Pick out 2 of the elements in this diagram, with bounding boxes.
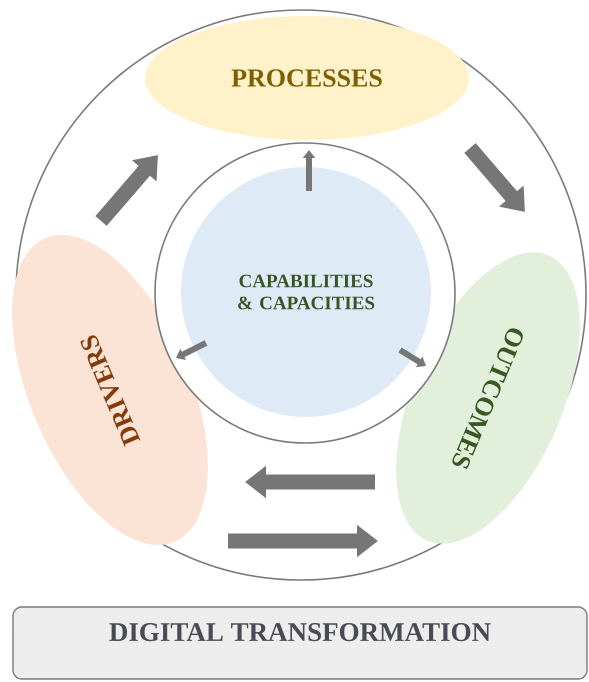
banner-box: DIGITAL TRANSFORMATION [12,606,588,680]
circle-node: CAPABILITIES & CAPACITIES [181,167,431,417]
